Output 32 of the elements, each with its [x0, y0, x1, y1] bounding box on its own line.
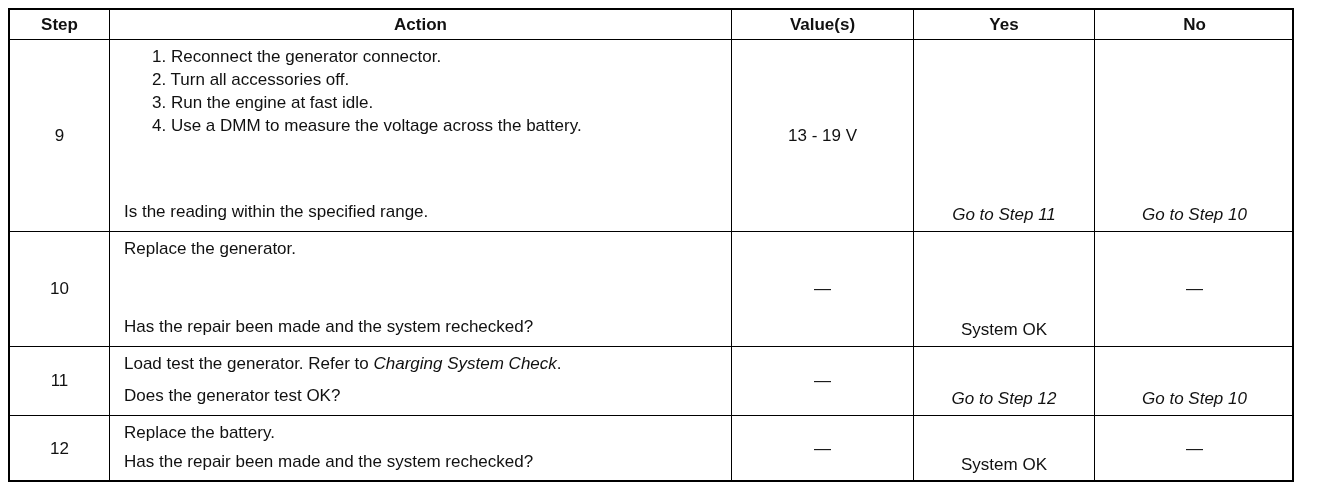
question-text: Does the generator test OK? [124, 386, 342, 406]
column-header: Step [41, 14, 78, 35]
result-text: System OK [961, 320, 1047, 340]
value-text: 13 - 19 V [788, 125, 857, 146]
result-text: System OK [961, 455, 1047, 475]
dash-mark: — [1186, 279, 1203, 299]
step-number: 12 [50, 438, 69, 459]
instruction-text: Replace the battery. [124, 423, 276, 443]
step-number: 9 [54, 125, 65, 146]
step-number: 10 [50, 279, 69, 299]
column-header: Value(s) [789, 14, 856, 35]
dash-mark: — [1186, 438, 1203, 459]
instruction-text: Load test the generator. Refer to Charging System Check. [124, 354, 563, 374]
dash-mark: — [814, 279, 831, 299]
numbered-instruction: 3. Run the engine at fast idle. [151, 93, 375, 113]
step-number: 11 [50, 371, 69, 391]
dash-mark: — [814, 371, 831, 391]
question-text: Is the reading within the specified range. [124, 202, 430, 222]
numbered-instruction: 4. Use a DMM to measure the voltage across the battery. [151, 116, 583, 136]
column-header: Yes [989, 14, 1019, 35]
column-header: Action [394, 14, 447, 35]
result-text: Go to Step 11 [952, 205, 1056, 225]
dash-mark: — [814, 438, 831, 459]
column-header: No [1183, 14, 1206, 35]
question-text: Has the repair been made and the system rechecked? [124, 317, 535, 337]
question-text: Has the repair been made and the system rechecked? [124, 452, 535, 472]
result-text: Go to Step 10 [1142, 389, 1247, 409]
instruction-text: Replace the generator. [124, 239, 297, 259]
result-text: Go to Step 10 [1142, 205, 1247, 225]
numbered-instruction: 2. Turn all accessories off. [151, 70, 351, 90]
numbered-instruction: 1. Reconnect the generator connector. [151, 47, 443, 67]
result-text: Go to Step 12 [951, 389, 1057, 409]
